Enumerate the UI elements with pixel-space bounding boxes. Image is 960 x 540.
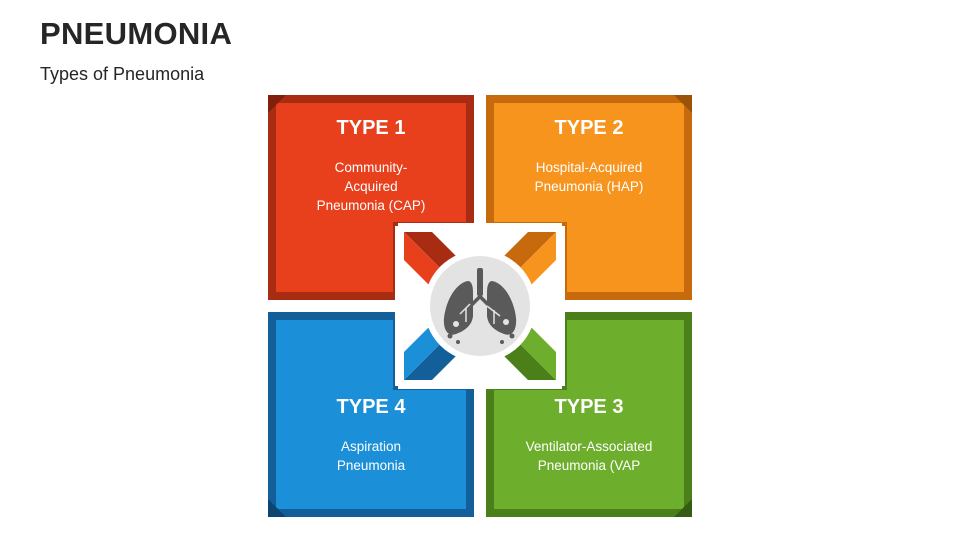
center-hub bbox=[424, 250, 536, 362]
page-subtitle: Types of Pneumonia bbox=[40, 64, 205, 84]
card-type-2-heading: TYPE 2 bbox=[554, 117, 624, 139]
card-type-4-heading: TYPE 4 bbox=[336, 396, 406, 418]
page-title: PNEUMONIA bbox=[40, 16, 233, 51]
card-type-3-description: Ventilator-Associated Pneumonia (VAP bbox=[525, 439, 653, 473]
card-type-4-face bbox=[276, 320, 466, 509]
card-type-3-corner-arrow bbox=[674, 499, 692, 517]
card-type-3-text: TYPE 3 Ventilator-Associated Pneumonia (… bbox=[494, 396, 684, 475]
lungs-icon bbox=[443, 268, 517, 344]
card-type-3 bbox=[486, 312, 692, 517]
card-type-3-heading: TYPE 3 bbox=[554, 396, 624, 418]
card-type-2-description: Hospital-Acquired Pneumonia (HAP) bbox=[534, 160, 644, 194]
card-type-1-face bbox=[276, 103, 466, 292]
center-cross bbox=[395, 223, 565, 389]
card-type-1-text: TYPE 1 Community- Acquired Pneumonia (CA… bbox=[276, 117, 466, 215]
card-type-1 bbox=[268, 95, 474, 300]
card-type-1-corner-arrow bbox=[268, 95, 286, 113]
card-type-4-corner-arrow bbox=[268, 499, 286, 517]
card-type-2-face bbox=[494, 103, 684, 292]
card-type-1-heading: TYPE 1 bbox=[336, 117, 406, 139]
card-type-4-text: TYPE 4 Aspiration Pneumonia bbox=[276, 396, 466, 475]
card-type-3-face bbox=[494, 320, 684, 509]
card-type-1-description: Community- Acquired Pneumonia (CAP) bbox=[316, 160, 426, 213]
card-type-2-text: TYPE 2 Hospital-Acquired Pneumonia (HAP) bbox=[494, 117, 684, 196]
card-type-2-corner-arrow bbox=[674, 95, 692, 113]
card-type-4-description: Aspiration Pneumonia bbox=[336, 439, 406, 473]
card-type-4 bbox=[268, 312, 474, 517]
